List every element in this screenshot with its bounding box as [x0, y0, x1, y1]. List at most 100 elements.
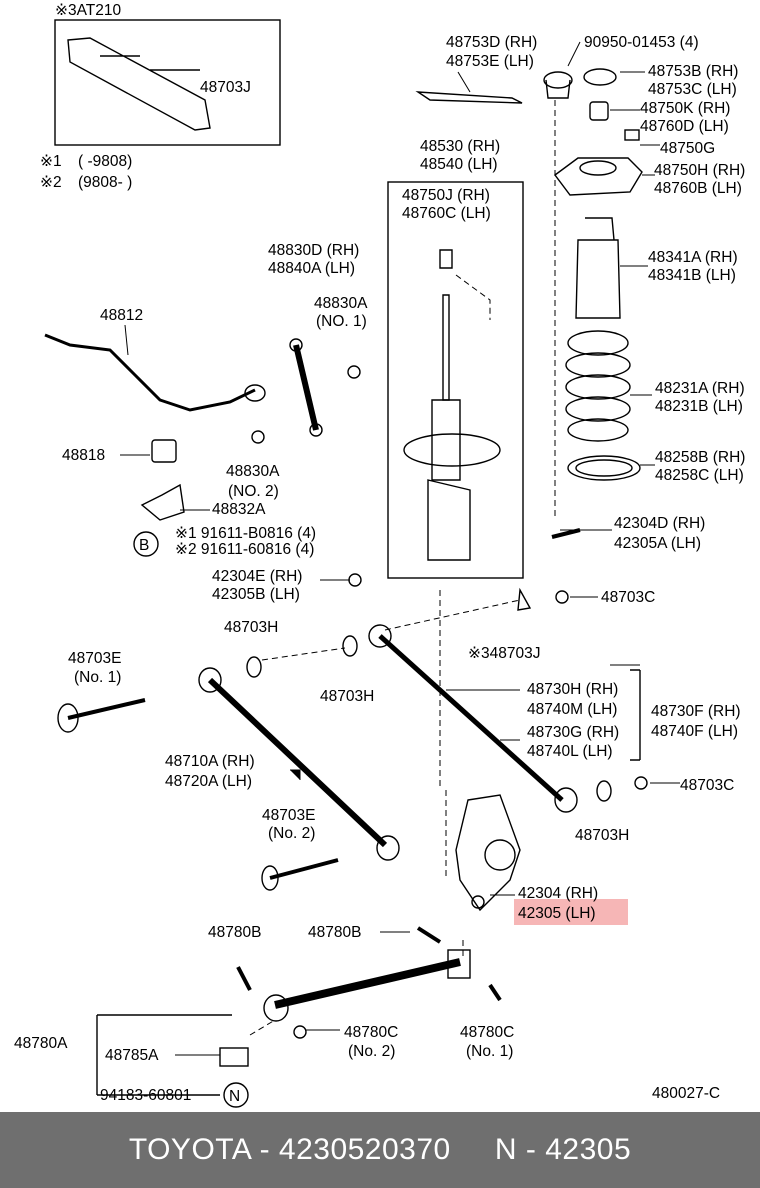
- label-48785a: 48785A: [105, 1047, 159, 1064]
- label-bolt-91611-b0816: ※1 91611-B0816 (4): [175, 525, 316, 542]
- bolt-48703e-2-drawing: [269, 858, 339, 880]
- footer-bar: TOYOTA - 4230520370 N - 42305: [0, 1112, 760, 1188]
- stabilizer-bar-48812-drawing: [44, 333, 256, 412]
- parts-diagram: ※3AT210 48703J ※1 ( -9808) ※2 (9808- ) 4…: [14, 2, 745, 1108]
- label-48730f: 48730F (RH): [651, 703, 741, 720]
- label-48740f: 48740F (LH): [651, 723, 738, 740]
- label-48780c-right: 48780C: [460, 1024, 514, 1041]
- label-48753e: 48753E (LH): [446, 53, 534, 70]
- label-48703h-mid: 48703H: [320, 688, 374, 705]
- label-48703c-right: 48703C: [680, 777, 734, 794]
- nut-48785a-drawing: [219, 1047, 249, 1067]
- label-48341a: 48341A (RH): [648, 249, 738, 266]
- note2-mark: ※2: [40, 174, 62, 191]
- label-48780a: 48780A: [14, 1035, 68, 1052]
- b-circle-shape: [133, 531, 159, 557]
- label-48830d: 48830D (RH): [268, 242, 359, 259]
- label-48830a-1-note: (NO. 1): [316, 313, 367, 330]
- label-48760d: 48760D (LH): [640, 118, 729, 135]
- footer-part-number: TOYOTA - 4230520370 N - 42305: [128, 1133, 632, 1166]
- label-48830a-2: 48830A: [226, 463, 280, 480]
- label-48720a: 48720A (LH): [165, 773, 252, 790]
- label-48780b-left: 48780B: [208, 924, 261, 941]
- link-48830d-drawing: [293, 344, 319, 431]
- label-48750j: 48750J (RH): [402, 187, 490, 204]
- n-circle-shape: [223, 1082, 249, 1108]
- label-bolt-91611-60816: ※2 91611-60816 (4): [175, 541, 314, 558]
- cap-90950-drawing: [543, 71, 573, 89]
- mount-48750h-drawing: [554, 157, 643, 196]
- label-90950: 90950-01453 (4): [584, 34, 699, 51]
- diagram-code: 480027-C: [652, 1085, 720, 1102]
- boot-48341a-drawing: [575, 217, 621, 319]
- bolt-48703e-1-drawing: [67, 698, 146, 720]
- n-circle-letter: N: [229, 1088, 240, 1105]
- knuckle-42305-drawing: [455, 794, 521, 912]
- label-48780c-right-note: (No. 1): [466, 1043, 513, 1060]
- label-48703e-1-note: (No. 1): [74, 669, 121, 686]
- label-48830a-2-note: (NO. 2): [228, 483, 279, 500]
- label-48753d: 48753D (RH): [446, 34, 537, 51]
- bracket-48703j-drawing: [67, 37, 211, 131]
- note2-range: (9808- ): [78, 174, 132, 191]
- label-42304: 42304 (RH): [518, 885, 598, 902]
- label-42304e: 42304E (RH): [212, 568, 302, 585]
- shock-absorber-drawing: [403, 249, 501, 561]
- label-48703j-inset: 48703J: [200, 79, 251, 96]
- label-48703e-1: 48703E: [68, 650, 121, 667]
- label-48540: 48540 (LH): [420, 156, 498, 173]
- strut-assembly-box: [387, 181, 524, 579]
- cover-48753d-drawing: [415, 91, 523, 104]
- arm-48730f-drawing: [378, 634, 564, 802]
- label-42304d: 42304D (RH): [614, 515, 705, 532]
- label-48730h: 48730H (RH): [527, 681, 618, 698]
- label-48832a: 48832A: [212, 501, 266, 518]
- label-48780c-mid: 48780C: [344, 1024, 398, 1041]
- label-48812: 48812: [100, 307, 143, 324]
- label-42305-highlighted: 42305 (LH): [518, 905, 596, 922]
- label-48740l: 48740L (LH): [527, 743, 613, 760]
- note1-mark: ※1: [40, 153, 62, 170]
- label-48703e-2: 48703E: [262, 807, 315, 824]
- label-48753c: 48753C (LH): [648, 81, 737, 98]
- label-48818: 48818: [62, 447, 105, 464]
- label-48750k: 48750K (RH): [640, 100, 730, 117]
- label-48231b: 48231B (LH): [655, 398, 743, 415]
- coil-spring-48231a-drawing: [565, 330, 631, 442]
- label-48730g: 48730G (RH): [527, 724, 619, 741]
- label-48231a: 48231A (RH): [655, 380, 745, 397]
- label-48780c-mid-note: (No. 2): [348, 1043, 395, 1060]
- bushing-48818-drawing: [151, 439, 177, 463]
- highlight-box: [514, 899, 628, 925]
- label-48840a: 48840A (LH): [268, 260, 355, 277]
- inset-box: [54, 19, 281, 146]
- label-48740m: 48740M (LH): [527, 701, 617, 718]
- label-48258c: 48258C (LH): [655, 467, 744, 484]
- label-48703j: ※348703J: [468, 645, 540, 662]
- label-48830a-1: 48830A: [314, 295, 368, 312]
- label-48341b: 48341B (LH): [648, 267, 736, 284]
- label-48780b-mid: 48780B: [308, 924, 361, 941]
- label-48530: 48530 (RH): [420, 138, 500, 155]
- seat-48258b-drawing: [567, 455, 641, 481]
- label-48750g: 48750G: [660, 140, 715, 157]
- label-48750h: 48750H (RH): [654, 162, 745, 179]
- label-48258b: 48258B (RH): [655, 449, 745, 466]
- b-circle-letter: B: [139, 537, 149, 554]
- label-48703h-left: 48703H: [224, 619, 278, 636]
- label-48703c-top: 48703C: [601, 589, 655, 606]
- label-48760b: 48760B (LH): [654, 180, 742, 197]
- label-48710a: 48710A (RH): [165, 753, 255, 770]
- label-48753b: 48753B (RH): [648, 63, 738, 80]
- label-42305a: 42305A (LH): [614, 535, 701, 552]
- label-48703e-2-note: (No. 2): [268, 825, 315, 842]
- label-48760c: 48760C (LH): [402, 205, 491, 222]
- inset-header: ※3AT210: [55, 2, 122, 19]
- label-94183: 94183-60801: [100, 1087, 191, 1104]
- arm-48710a-drawing: [207, 677, 388, 848]
- bracket-48832a-drawing: [140, 483, 185, 521]
- label-42305b: 42305B (LH): [212, 586, 300, 603]
- label-48703h-right: 48703H: [575, 827, 629, 844]
- labels: ※3AT210 48703J ※1 ( -9808) ※2 (9808- ) 4…: [14, 2, 745, 1105]
- note1-range: ( -9808): [78, 153, 132, 170]
